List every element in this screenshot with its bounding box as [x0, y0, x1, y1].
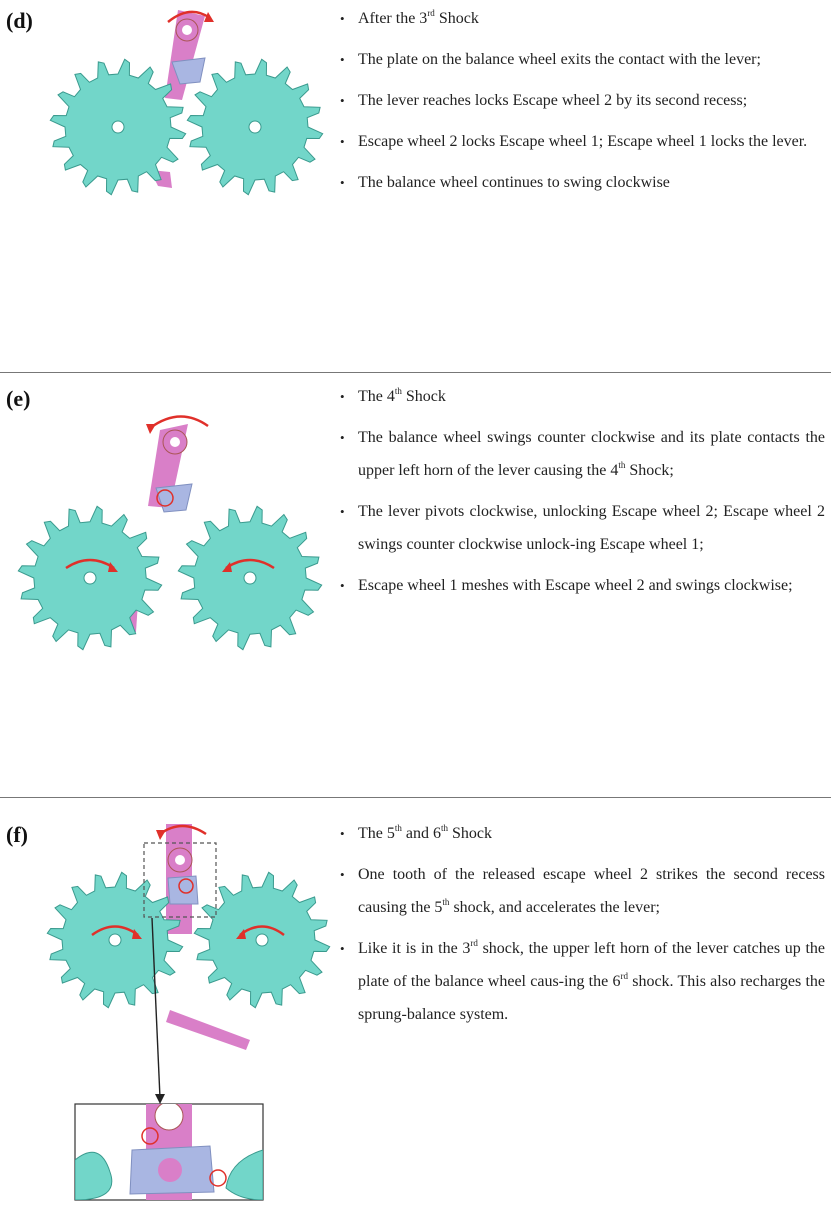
arrow-head-icon	[204, 12, 214, 22]
bullet-list-f: •The 5th and 6th Shock •One tooth of the…	[340, 817, 825, 1031]
bullet-dot-icon: •	[340, 389, 345, 404]
bullet-item: •The lever reaches locks Escape wheel 2 …	[340, 84, 825, 117]
wheel-hub	[255, 933, 269, 947]
zoom-region-box	[143, 842, 217, 918]
bullet-dot-icon: •	[340, 826, 345, 841]
bullet-item: •One tooth of the released escape wheel …	[340, 858, 825, 924]
arrow-head-icon	[108, 562, 118, 572]
wheel-hub	[108, 933, 122, 947]
arrow-head-icon	[156, 830, 166, 840]
figure-d	[49, 10, 324, 196]
bullet-item: •The 4th Shock	[340, 380, 825, 413]
bullet-dot-icon: •	[340, 941, 345, 956]
bullet-item: •Escape wheel 2 locks Escape wheel 1; Es…	[340, 125, 825, 158]
wheel-hub	[243, 571, 257, 585]
bullet-item: •The balance wheel swings counter clockw…	[340, 421, 825, 487]
panel-label-e: (e)	[6, 386, 31, 411]
panel-label-f: (f)	[6, 822, 28, 847]
wheel-hub	[111, 120, 125, 134]
arrow-head-icon	[146, 424, 156, 434]
divider	[0, 797, 831, 798]
bullet-item: •The balance wheel continues to swing cl…	[340, 166, 825, 199]
wheel-hub	[248, 120, 262, 134]
divider	[0, 372, 831, 373]
zoom-inset	[74, 1103, 264, 1201]
bullet-item: •After the 3rd Shock	[340, 2, 825, 35]
bullet-dot-icon: •	[340, 134, 345, 149]
bullet-item: •The 5th and 6th Shock	[340, 817, 825, 850]
wheel-hub	[83, 571, 97, 585]
escape-wheel-1	[46, 871, 184, 1009]
bullet-list-e: •The 4th Shock •The balance wheel swings…	[340, 380, 825, 602]
bullet-item: •Like it is in the 3rd shock, the upper …	[340, 932, 825, 1031]
bullet-dot-icon: •	[340, 93, 345, 108]
bullet-item: •Escape wheel 1 meshes with Escape wheel…	[340, 569, 825, 602]
bullet-dot-icon: •	[340, 11, 345, 26]
escape-wheel-1	[49, 58, 187, 196]
bullet-dot-icon: •	[340, 175, 345, 190]
escape-wheel-1	[17, 505, 163, 651]
zoom-pointer-arrow-icon	[151, 917, 161, 1099]
arrow-head-icon	[155, 1094, 165, 1104]
bullet-dot-icon: •	[340, 867, 345, 882]
escape-wheel-2	[177, 505, 323, 651]
balance-plate	[171, 18, 206, 85]
bullet-item: •The plate on the balance wheel exits th…	[340, 43, 825, 76]
bullet-list-d: •After the 3rd Shock •The plate on the b…	[340, 2, 825, 199]
bullet-item: •The lever pivots clockwise, unlocking E…	[340, 495, 825, 561]
bullet-dot-icon: •	[340, 52, 345, 67]
escape-wheel-2	[186, 58, 324, 196]
bullet-dot-icon: •	[340, 578, 345, 593]
panel-label-d: (d)	[6, 8, 33, 33]
balance-plate	[155, 429, 193, 513]
arrow-head-icon	[132, 929, 142, 939]
escape-wheel-2	[193, 871, 331, 1009]
arrow-head-icon	[236, 929, 246, 939]
bullet-dot-icon: •	[340, 504, 345, 519]
balance-plate	[167, 847, 199, 905]
figure-e	[17, 415, 323, 651]
arrow-head-icon	[222, 562, 232, 572]
figure-f	[46, 824, 331, 1201]
bullet-dot-icon: •	[340, 430, 345, 445]
